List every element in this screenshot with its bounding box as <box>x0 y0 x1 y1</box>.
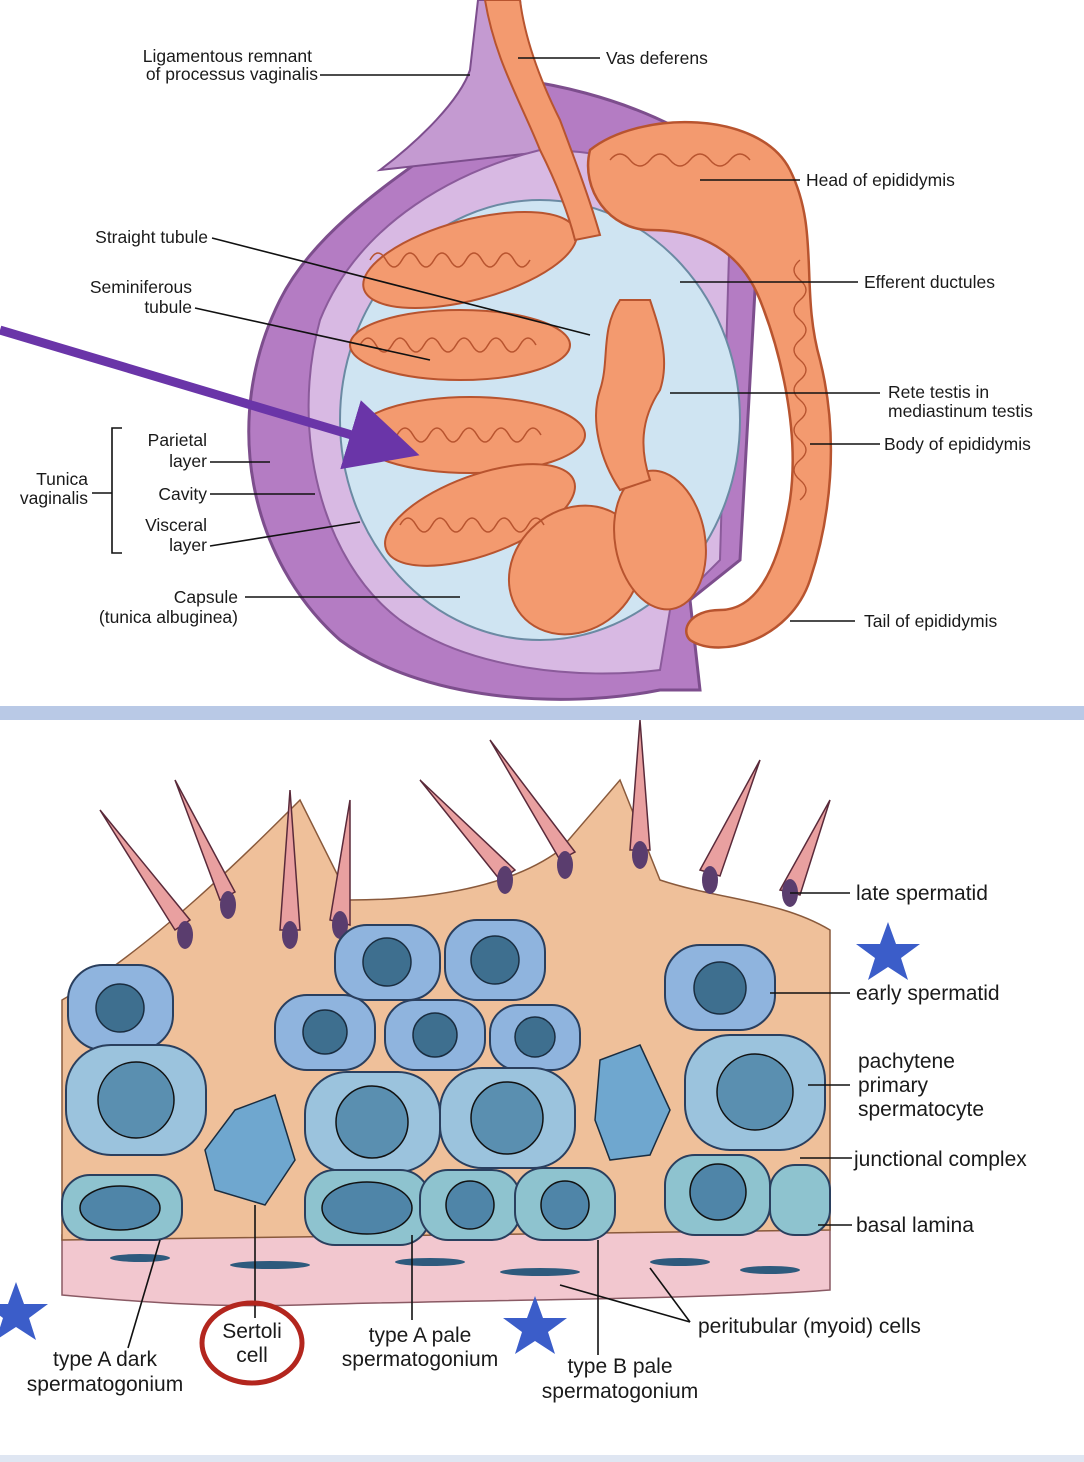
label-type-a-pale-1: type A pale <box>369 1324 472 1347</box>
label-peritubular: peritubular (myoid) cells <box>698 1315 921 1338</box>
vas-deferens <box>483 0 602 242</box>
label-visceral-2: layer <box>169 535 207 555</box>
label-pachytene-2: primary <box>858 1074 929 1097</box>
label-pachytene-3: spermatocyte <box>858 1098 984 1121</box>
seminiferous-tubules <box>349 211 707 636</box>
label-vas-deferens: Vas deferens <box>606 48 708 68</box>
spermatid-heads <box>177 841 798 949</box>
label-straight-tubule: Straight tubule <box>95 227 208 247</box>
label-sertoli-1: Sertoli <box>222 1320 282 1343</box>
bottom-band <box>0 1455 1084 1462</box>
label-type-b-pale-2: spermatogonium <box>542 1380 698 1403</box>
epididymis-texture <box>609 153 807 501</box>
early-spermatid-nuclei <box>95 935 747 1058</box>
testis-diagram: Ligamentous remnant of processus vaginal… <box>0 0 1033 701</box>
label-basal-lamina: basal lamina <box>856 1214 974 1237</box>
label-visceral-1: Visceral <box>145 515 207 535</box>
label-capsule-1: Capsule <box>174 587 238 607</box>
epididymis <box>586 120 833 649</box>
epithelium-diagram: late spermatid early spermatid pachytene… <box>0 719 1027 1403</box>
label-tunica-1: Tunica <box>36 469 88 489</box>
label-cavity: Cavity <box>158 484 207 504</box>
star-icon <box>856 922 920 980</box>
star-icon <box>503 1296 567 1354</box>
label-head-epididymis: Head of epididymis <box>806 170 955 190</box>
pointer-arrow <box>0 325 420 470</box>
top-labels: Ligamentous remnant of processus vaginal… <box>20 46 1033 631</box>
top-leader-lines <box>92 57 880 622</box>
star-markers <box>0 922 920 1354</box>
label-rete-1: Rete testis in <box>888 382 989 402</box>
label-type-b-pale-1: type B pale <box>567 1355 672 1378</box>
spermatogonia-nuclei <box>79 1163 747 1235</box>
tubule-texture <box>359 252 545 533</box>
label-body-epididymis: Body of epididymis <box>884 434 1031 454</box>
label-ligamentous-1: Ligamentous remnant <box>143 46 312 66</box>
label-capsule-2: (tunica albuginea) <box>99 607 238 627</box>
label-type-a-dark-2: spermatogonium <box>27 1373 183 1396</box>
pachytene-nuclei <box>97 1053 794 1159</box>
sertoli-nuclei <box>204 1044 671 1206</box>
label-tunica-2: vaginalis <box>20 488 88 508</box>
label-type-a-dark-1: type A dark <box>53 1348 157 1371</box>
label-sertoli-2: cell <box>236 1344 268 1367</box>
label-seminiferous-2: tubule <box>144 297 192 317</box>
label-type-a-pale-2: spermatogonium <box>342 1348 498 1371</box>
sertoli-highlight-circle <box>199 1300 305 1386</box>
label-parietal-1: Parietal <box>148 430 207 450</box>
label-ligamentous-2: of processus vaginalis <box>146 64 318 84</box>
label-late-spermatid: late spermatid <box>856 882 988 905</box>
label-rete-2: mediastinum testis <box>888 401 1033 421</box>
bottom-labels: late spermatid early spermatid pachytene… <box>27 882 1027 1403</box>
label-efferent-ductules: Efferent ductules <box>864 272 995 292</box>
label-junctional-complex: junctional complex <box>853 1148 1027 1171</box>
bottom-leader-lines <box>127 892 852 1355</box>
label-parietal-2: layer <box>169 451 207 471</box>
late-spermatids <box>99 719 831 932</box>
label-early-spermatid: early spermatid <box>856 982 1000 1005</box>
label-pachytene-1: pachytene <box>858 1050 955 1073</box>
section-divider <box>0 706 1084 720</box>
rete-testis <box>595 299 666 492</box>
star-icon <box>0 1282 48 1340</box>
label-tail-epididymis: Tail of epididymis <box>864 611 997 631</box>
label-seminiferous-1: Seminiferous <box>90 277 192 297</box>
